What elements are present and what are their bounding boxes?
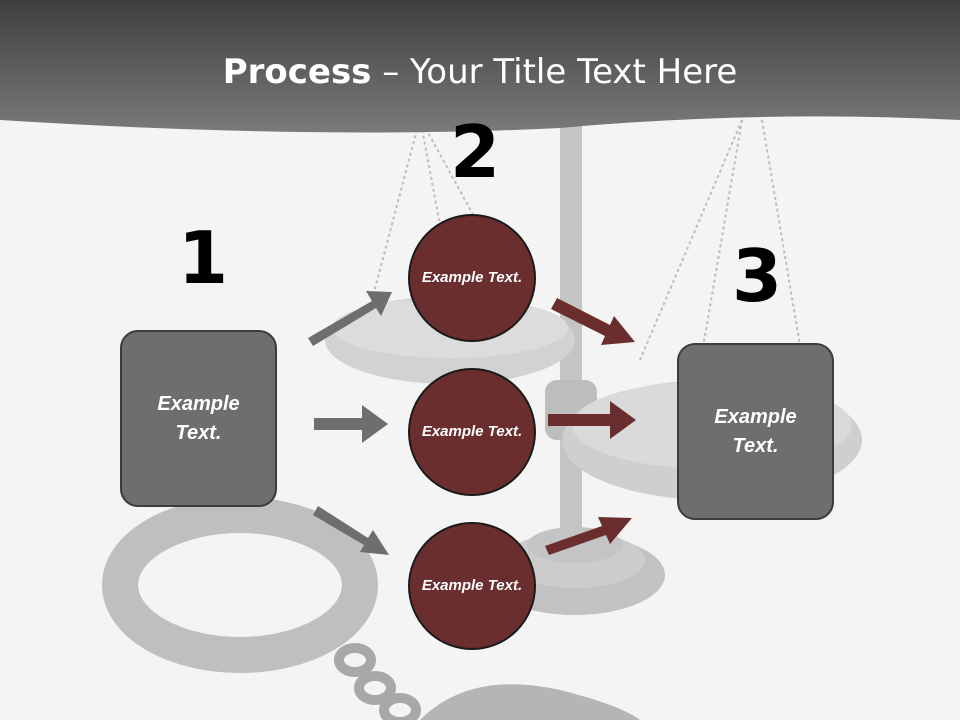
step-3-label: Example Text. [714,405,797,457]
node-middle-label: Example Text. [421,422,523,440]
node-bottom-label: Example Text. [421,576,523,594]
step-number-1: 1 [178,216,229,300]
node-circle-bottom: Example Text. [408,522,536,650]
node-circle-top: Example Text. [408,214,536,342]
node-top-label: Example Text. [421,268,523,286]
page-title: Process – Your Title Text Here [0,52,960,92]
arrow-1-to-bottom [313,506,389,555]
arrow-top-to-3 [551,298,635,345]
title-rest: – Your Title Text Here [371,52,738,92]
step-1-box: Example Text. [120,330,277,507]
step-number-3: 3 [732,234,783,318]
node-circle-middle: Example Text. [408,368,536,496]
arrow-1-to-top [308,291,392,346]
step-3-box: Example Text. [677,343,834,520]
arrow-1-to-middle [314,405,388,443]
title-bold: Process [222,52,372,92]
step-number-2: 2 [450,110,501,194]
arrow-middle-to-3 [548,401,636,439]
arrow-bottom-to-3 [545,517,632,555]
step-1-label: Example Text. [157,392,240,444]
